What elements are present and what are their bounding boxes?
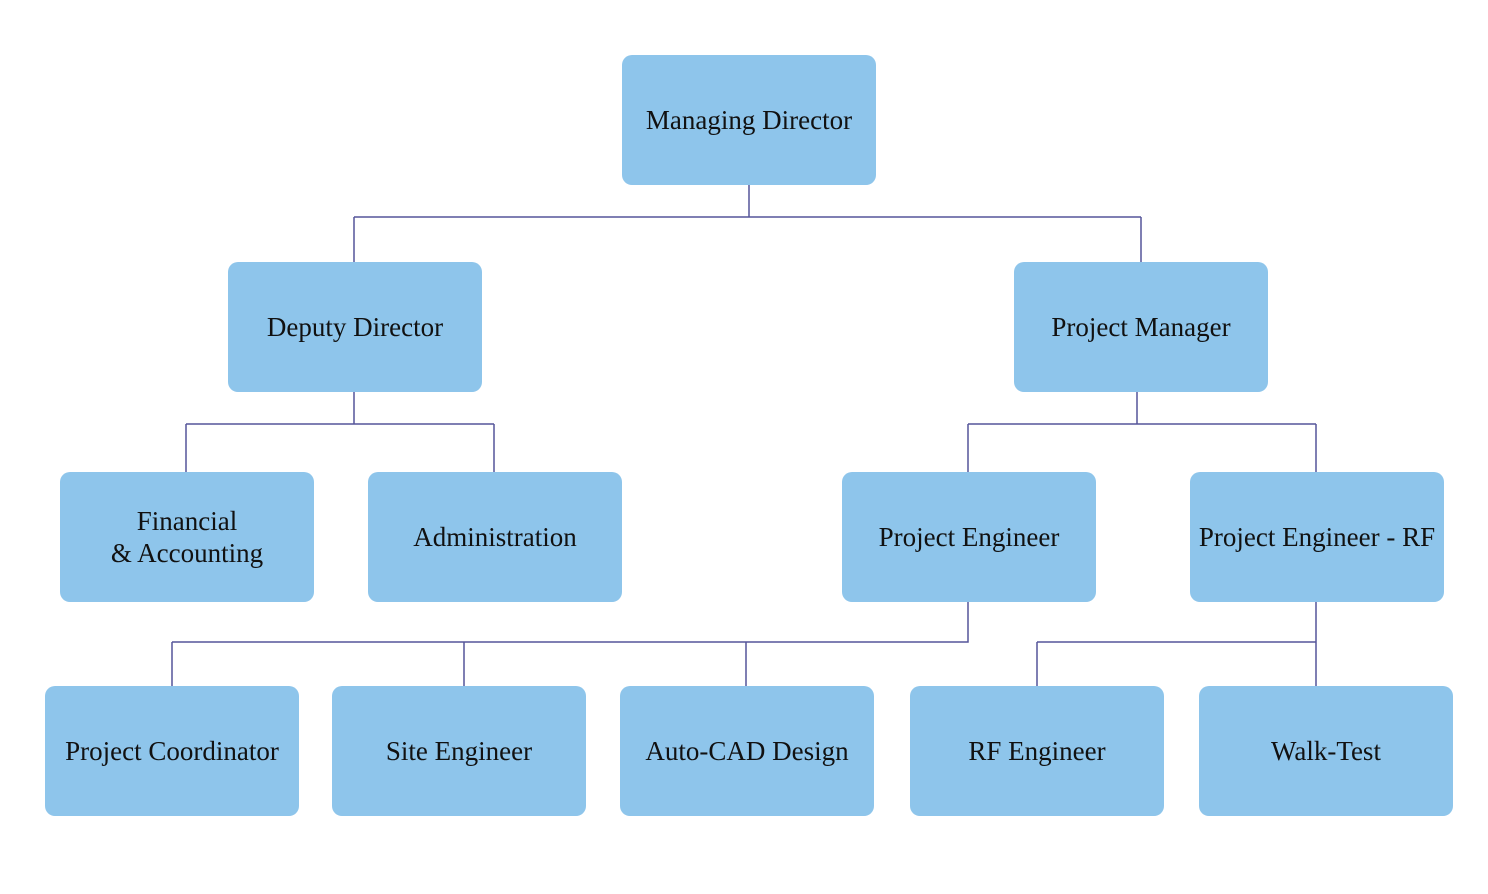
- connector-deputy-to-children: [185, 391, 495, 472]
- node-label: Site Engineer: [385, 736, 533, 766]
- node-label: RF Engineer: [968, 736, 1106, 766]
- connector-md-to-level2: [353, 185, 1142, 262]
- node-label: Project Engineer: [878, 522, 1060, 552]
- node-walk-test: Walk-Test: [1199, 686, 1453, 816]
- node-label: Auto-CAD Design: [645, 736, 849, 766]
- connector-perf-to-children: [1036, 602, 1317, 686]
- connector-pm-to-engineers: [967, 391, 1317, 472]
- node-site-engineer: Site Engineer: [332, 686, 586, 816]
- node-financial-accounting: Financial & Accounting: [60, 472, 314, 602]
- node-managing-director: Managing Director: [622, 55, 876, 185]
- node-label: Project Manager: [1051, 312, 1231, 342]
- node-project-engineer-rf: Project Engineer - RF: [1190, 472, 1444, 602]
- node-label: Administration: [413, 522, 577, 552]
- node-project-manager: Project Manager: [1014, 262, 1268, 392]
- connector-pe-to-children: [171, 602, 969, 686]
- node-administration: Administration: [368, 472, 622, 602]
- node-project-coordinator: Project Coordinator: [45, 686, 299, 816]
- node-label: Deputy Director: [266, 312, 444, 342]
- node-label: Project Engineer - RF: [1198, 522, 1436, 552]
- node-label: Walk-Test: [1271, 736, 1381, 766]
- node-label: Project Coordinator: [65, 736, 279, 766]
- node-deputy-director: Deputy Director: [228, 262, 482, 392]
- node-autocad-design: Auto-CAD Design: [620, 686, 874, 816]
- node-project-engineer: Project Engineer: [842, 472, 1096, 602]
- node-label: Managing Director: [645, 105, 853, 135]
- node-label: Financial & Accounting: [110, 506, 264, 568]
- node-rf-engineer: RF Engineer: [910, 686, 1164, 816]
